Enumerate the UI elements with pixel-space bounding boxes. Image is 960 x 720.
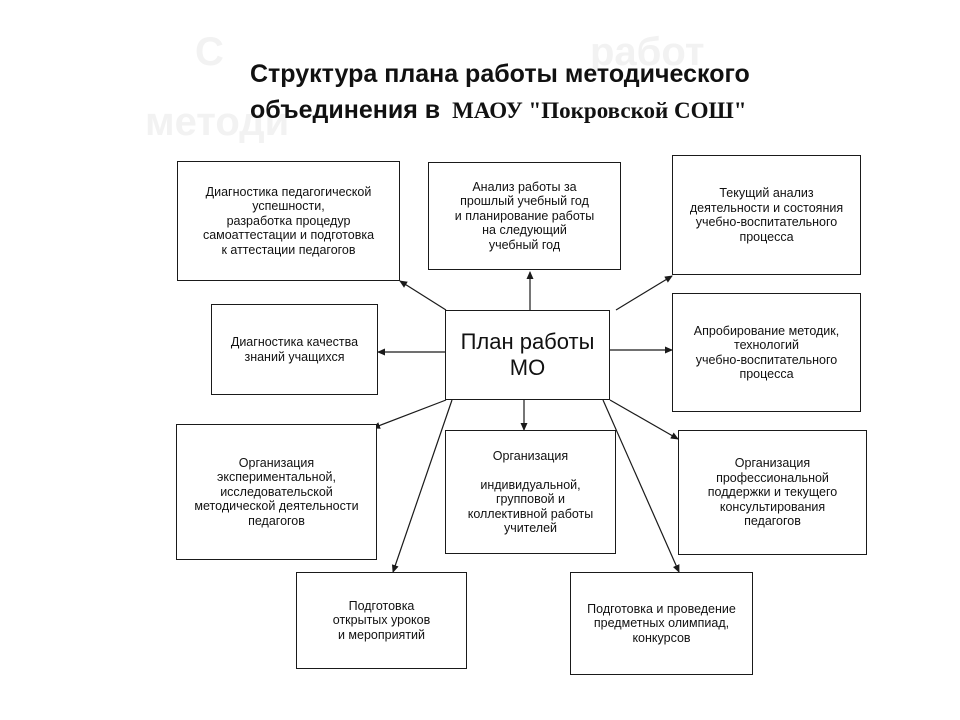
box-open-lessons: Подготовка открытых уроков и мероприятий (296, 572, 467, 669)
diagram-title-text: объединения в (250, 96, 441, 124)
center-box-mo-plan: План работы МО (445, 310, 610, 400)
box-current-analysis: Текущий анализ деятельности и состояния … (672, 155, 861, 275)
diagram-title-line-2: объединения в МАОУ "Покровской СОШ" (250, 96, 747, 125)
diagram-title-line-1: Структура плана работы методического (250, 60, 750, 88)
box-olympiads: Подготовка и проведение предметных олимп… (570, 572, 753, 675)
arrow-to-open-lessons (391, 399, 453, 573)
school-name: МАОУ "Покровской СОШ" (452, 98, 747, 123)
box-approbation: Апробирование методик, технологий учебно… (672, 293, 861, 412)
box-diagnostics-pedagogical: Диагностика педагогической успешности, р… (177, 161, 400, 281)
box-professional-support: Организация профессиональной поддержки и… (678, 430, 867, 555)
box-analysis-planning: Анализ работы за прошлый учебный год и п… (428, 162, 621, 270)
box-individual-work: Организация индивидуальной, групповой и … (445, 430, 616, 554)
arrow-to-experimental (372, 399, 447, 429)
arrow-to-olympiads (602, 399, 680, 573)
arrow-to-diagnostics-ped (399, 280, 447, 311)
arrow-to-prof-support (609, 399, 679, 440)
arrow-to-current-analysis (615, 275, 673, 311)
box-experimental-activity: Организация экспериментальной, исследова… (176, 424, 377, 560)
box-knowledge-quality: Диагностика качества знаний учащихся (211, 304, 378, 395)
